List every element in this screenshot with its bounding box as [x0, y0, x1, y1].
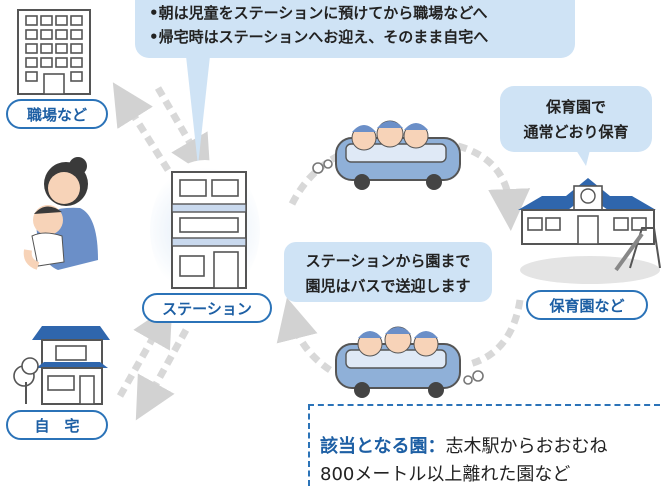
label-home: 自 宅 — [6, 410, 108, 440]
info-colon: ： — [427, 436, 446, 457]
middle-bubble-line2: 園児はバスで送迎します — [305, 277, 471, 295]
info-box: 該当となる園：志木駅からおおむね 800メートル以上離れた園など — [308, 404, 660, 486]
nursery-bubble-line1: 保育園で — [545, 98, 606, 116]
info-line1-rest: 志木駅からおおむね — [445, 436, 608, 457]
top-speech-bubble: •朝は児童をステーションに預けてから職場などへ •帰宅時はステーションへお迎え、… — [135, 0, 575, 58]
office-building-icon — [17, 9, 91, 95]
middle-speech-bubble: ステーションから園まで 園児はバスで送迎します — [284, 242, 492, 302]
station-building-icon — [171, 171, 247, 289]
info-key: 該当となる園 — [320, 436, 428, 457]
nursery-speech-bubble: 保育園で 通常どおり保育 — [500, 86, 652, 152]
top-bubble-line2: •帰宅時はステーションへお迎え、そのまま自宅へ — [149, 28, 489, 46]
nursery-bubble-tail — [576, 150, 590, 166]
middle-bubble-line1: ステーションから園まで — [305, 252, 471, 270]
info-line2: 800メートル以上離れた園など — [320, 464, 571, 485]
parent-and-child-icon — [23, 157, 98, 270]
bus-top-icon — [312, 120, 461, 190]
bus-bottom-icon — [335, 326, 484, 398]
label-station: ステーション — [142, 293, 272, 323]
house-icon — [13, 326, 110, 405]
nursery-bubble-line2: 通常どおり保育 — [523, 123, 629, 141]
nursery-building-icon — [518, 178, 661, 284]
top-bubble-tail — [186, 56, 210, 166]
info-line1: 該当となる園：志木駅からおおむね — [320, 432, 607, 458]
label-workplace: 職場など — [6, 99, 108, 129]
label-nursery: 保育園など — [526, 290, 648, 320]
top-bubble-line1: •朝は児童をステーションに預けてから職場などへ — [149, 4, 488, 22]
